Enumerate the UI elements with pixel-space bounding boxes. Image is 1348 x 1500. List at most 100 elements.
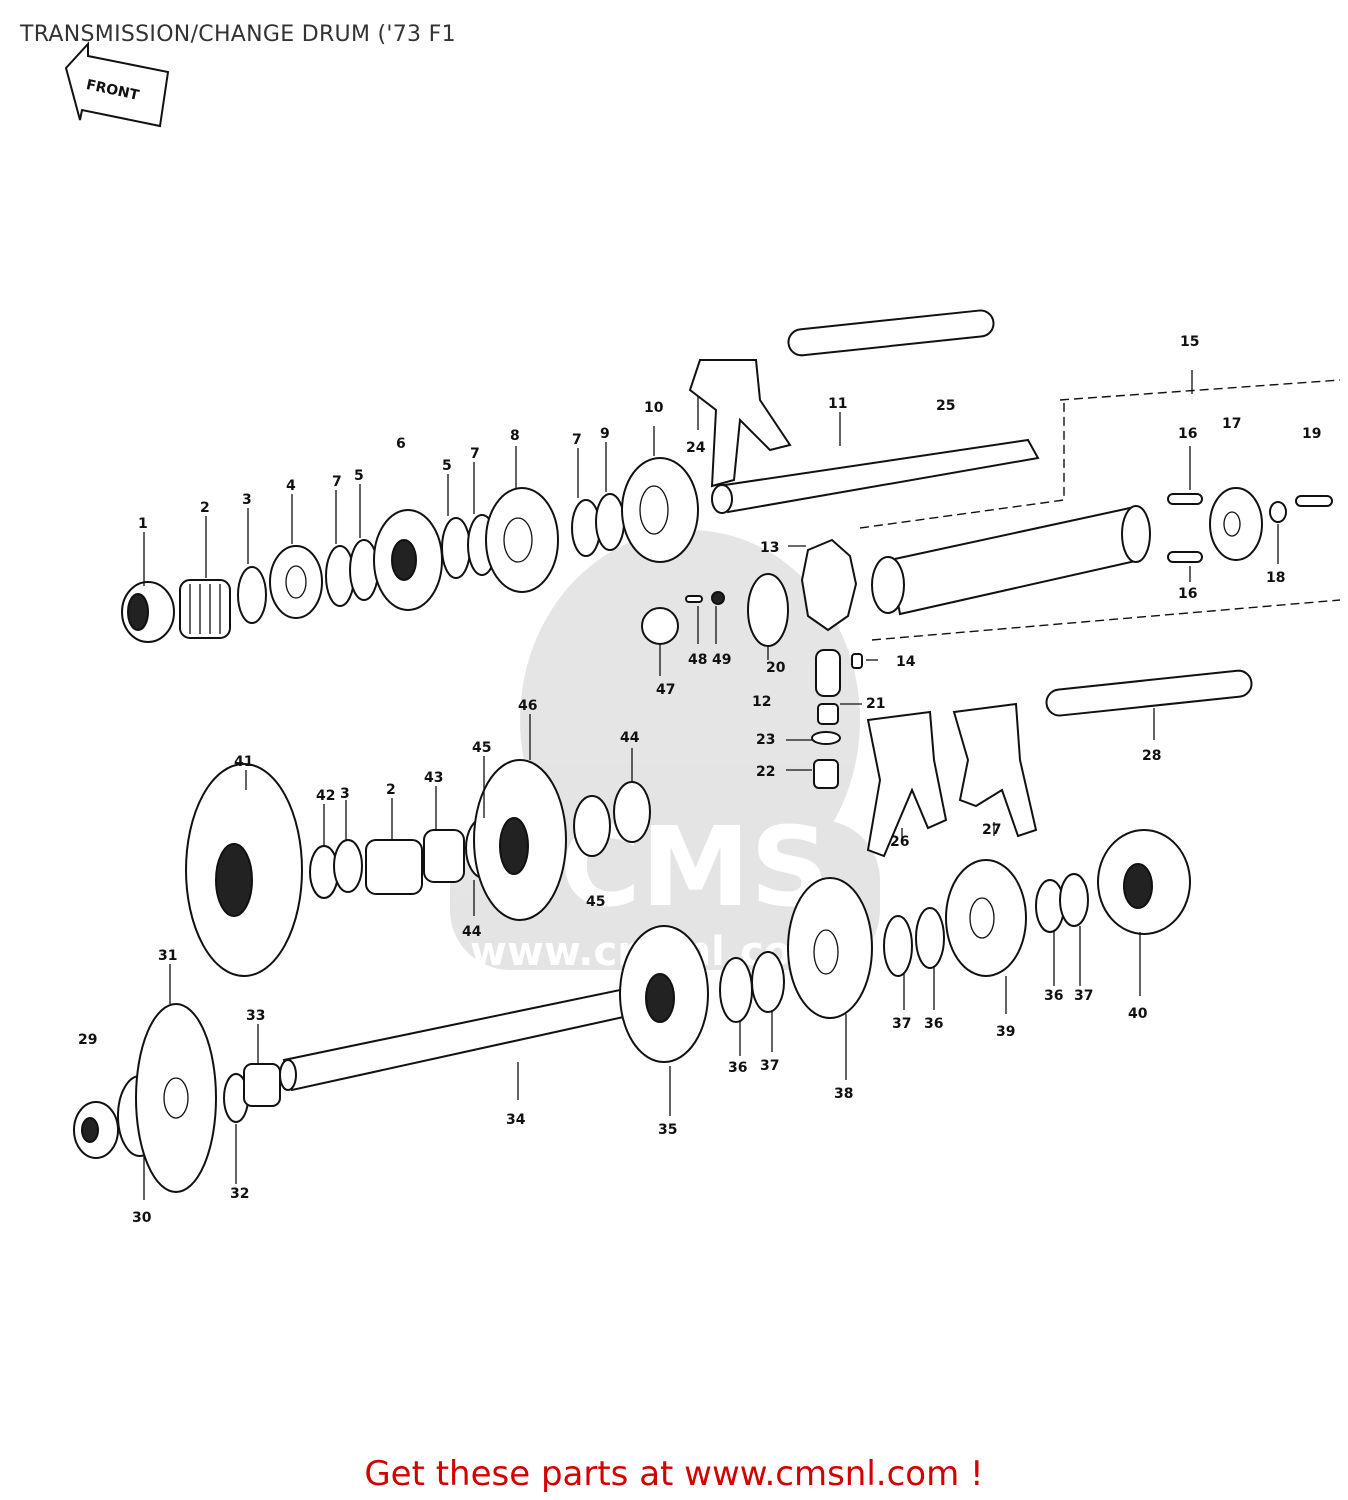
output-shaft-assembly — [73, 829, 1191, 1193]
callout-label: 33 — [246, 1008, 265, 1024]
input-shaft-assembly — [121, 438, 1040, 643]
part-18-pin — [1269, 501, 1287, 523]
part-41-gear — [185, 763, 303, 977]
leader-lines — [143, 396, 1279, 1200]
callout-label: 5 — [442, 458, 452, 474]
part-22-plug — [813, 759, 839, 789]
callout-label: 40 — [1128, 1006, 1148, 1022]
part-12-circlip — [747, 573, 789, 647]
callout-label: 34 — [506, 1112, 526, 1128]
callout-label: 44 — [620, 730, 640, 746]
part-11-shaft — [711, 438, 1040, 514]
callout-label: 11 — [828, 396, 847, 412]
callout-label: 37 — [1074, 988, 1093, 1004]
part-17-plate — [1209, 487, 1263, 561]
fork-rod-lower — [1045, 669, 1253, 717]
part-7-circlip-a — [441, 517, 471, 579]
callout-label: 30 — [132, 1210, 152, 1226]
part-20-holder — [815, 649, 841, 697]
callout-label: 14 — [896, 654, 916, 670]
buy-parts-link[interactable]: Get these parts at www.cmsnl.com ! — [364, 1454, 984, 1494]
callout-label: 36 — [728, 1060, 747, 1076]
callout-label: 36 — [924, 1016, 943, 1032]
part-49-ball — [711, 591, 725, 605]
callout-label: 16 — [1178, 586, 1197, 602]
shift-drum-assembly — [641, 309, 1341, 858]
callout-label: 7 — [470, 446, 480, 462]
callout-label: 42 — [316, 788, 335, 804]
part-36-washer-b — [915, 907, 945, 969]
callout-label: 48 — [688, 652, 707, 668]
part-37-circlip-b — [883, 915, 913, 977]
callout-label: 1 — [138, 516, 148, 532]
callout-label: 29 — [78, 1032, 97, 1048]
callout-label: 37 — [760, 1058, 779, 1074]
callout-label: 7 — [332, 474, 342, 490]
callout-label: 3 — [242, 492, 252, 508]
callout-label: 9 — [600, 426, 610, 442]
part-3-washer-b — [333, 839, 363, 893]
callout-label: 15 — [1180, 334, 1199, 350]
part-13-cam — [800, 538, 858, 632]
part-10-gear — [621, 457, 699, 563]
part-15-drum — [871, 505, 1151, 616]
part-46-gear — [473, 759, 567, 921]
front-arrow-icon: FRONT — [64, 41, 170, 128]
callout-label: 39 — [996, 1024, 1015, 1040]
callout-label: 43 — [424, 770, 443, 786]
callout-label: 22 — [756, 764, 775, 780]
part-1-bearing-race — [121, 581, 175, 643]
callout-label: 19 — [1302, 426, 1321, 442]
callout-label: 16 — [1178, 426, 1197, 442]
part-34-output-shaft — [279, 988, 630, 1092]
callout-label: 4 — [286, 478, 296, 494]
callout-label: 41 — [234, 754, 253, 770]
part-47-switch — [641, 607, 679, 645]
part-39-gear — [945, 859, 1027, 977]
callout-label: 49 — [712, 652, 731, 668]
callout-label: 45 — [586, 894, 605, 910]
part-21-spring — [817, 703, 839, 725]
callout-label: 7 — [572, 432, 582, 448]
callout-label: 18 — [1266, 570, 1285, 586]
callout-label: 31 — [158, 948, 177, 964]
part-44-circlip-b — [613, 781, 651, 843]
part-8-gear — [485, 487, 559, 593]
part-19-bolt — [1295, 495, 1333, 507]
callout-label: 46 — [518, 698, 537, 714]
callout-label: 2 — [386, 782, 396, 798]
callout-label: 28 — [1142, 748, 1161, 764]
part-43-collar — [423, 829, 465, 883]
part-37-circlip-a — [751, 951, 785, 1013]
callout-labels: 1 2 3 4 5 5 6 7 7 7 8 9 10 11 12 13 14 1… — [78, 334, 1321, 1226]
part-2-needle-bearing-b — [365, 839, 423, 895]
callout-label: 2 — [200, 500, 210, 516]
callout-label: 20 — [766, 660, 786, 676]
callout-label: 35 — [658, 1122, 677, 1138]
callout-label: 47 — [656, 682, 675, 698]
part-23-washer — [811, 731, 841, 745]
part-4-gear — [269, 545, 323, 619]
part-16-pin-lower — [1167, 551, 1203, 563]
fork-rod-upper — [787, 309, 995, 357]
part-35-gear — [619, 925, 709, 1063]
part-37-circlip-c — [1059, 873, 1089, 927]
part-31-sprocket — [135, 1003, 217, 1193]
callout-label: 36 — [1044, 988, 1063, 1004]
part-14-pin — [851, 653, 863, 669]
callout-label: 37 — [892, 1016, 911, 1032]
callout-label: 21 — [866, 696, 885, 712]
part-33-collar — [243, 1063, 281, 1107]
callout-label: 12 — [752, 694, 771, 710]
callout-label: 25 — [936, 398, 955, 414]
callout-label: 32 — [230, 1186, 249, 1202]
callout-label: 3 — [340, 786, 350, 802]
callout-label: 26 — [890, 834, 909, 850]
middle-shaft-assembly — [185, 759, 651, 977]
diagram-title: TRANSMISSION/CHANGE DRUM ('73 F1 — [20, 22, 456, 47]
callout-label: 27 — [982, 822, 1001, 838]
part-9-washer — [595, 493, 625, 551]
callout-label: 13 — [760, 540, 779, 556]
part-27-fork — [952, 702, 1038, 838]
